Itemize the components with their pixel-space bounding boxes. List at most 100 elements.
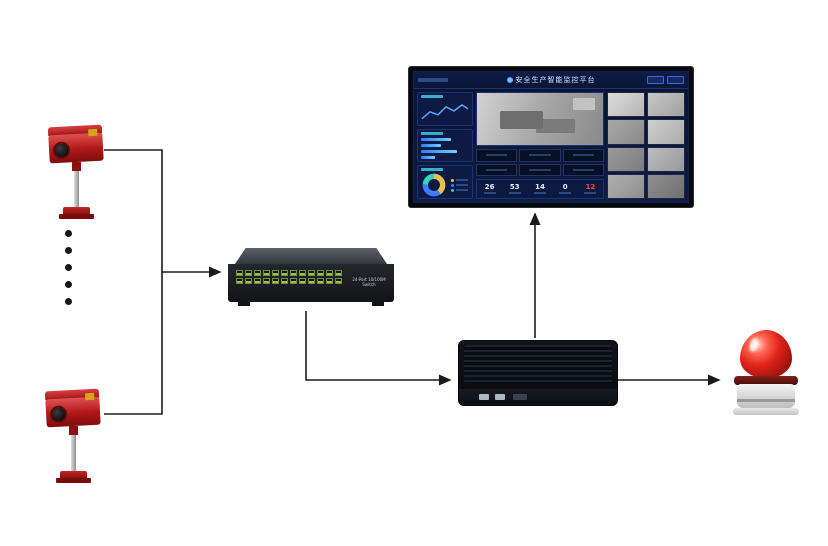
ethernet-port — [317, 270, 324, 276]
camera-body — [48, 128, 104, 164]
camera-foot — [59, 214, 94, 219]
dashboard-header: 安全生产智能监控平台 — [414, 72, 688, 89]
camera-cable-gland — [88, 128, 98, 137]
camera-lens-icon — [52, 141, 71, 160]
stat-item-alert: 12 — [584, 184, 597, 194]
arrow-camera-top-to-switch — [104, 149, 222, 278]
ethernet-port — [254, 278, 261, 284]
panel-line-chart — [417, 92, 473, 126]
alarm-collar — [734, 376, 798, 385]
camera-mount — [69, 426, 78, 435]
ethernet-port — [326, 278, 333, 284]
video-cell — [562, 163, 604, 176]
main-video-feed — [476, 92, 604, 146]
heatsink-fins — [464, 345, 612, 383]
camera-mount — [72, 162, 81, 171]
alarm-dome — [740, 330, 792, 378]
ethernet-port — [245, 270, 252, 276]
ethernet-port — [272, 270, 279, 276]
dashboard-screen: 安全生产智能监控平台 — [413, 71, 689, 203]
panel-title — [421, 95, 443, 98]
header-button — [667, 76, 684, 84]
video-thumbnail — [647, 119, 685, 145]
ethernet-port — [290, 270, 297, 276]
arrow-switch-to-edgebox — [305, 311, 452, 386]
switch-front-panel: 24-Port 10/100M Switch — [228, 264, 394, 306]
line-chart — [421, 104, 469, 120]
center-video-column: 26 53 14 0 12 — [476, 92, 604, 199]
platform-logo-icon — [506, 77, 513, 83]
header-left-text — [418, 78, 448, 82]
video-cell — [476, 163, 518, 176]
ethernet-port — [326, 270, 333, 276]
stat-item: 0 — [559, 184, 572, 194]
panel-title — [421, 131, 443, 135]
alarm-base-groove — [737, 399, 795, 402]
line-camera-bottom-to-junction — [104, 272, 163, 415]
stat-item: 14 — [533, 184, 546, 194]
stats-bar: 26 53 14 0 12 — [476, 179, 604, 199]
camera-pole — [71, 435, 76, 471]
video-cell — [476, 149, 518, 162]
camera-pole — [74, 171, 79, 207]
ethernet-port — [335, 270, 342, 276]
alarm-base-plate — [733, 408, 799, 415]
video-grid — [476, 149, 604, 176]
panel-bar-chart — [417, 128, 473, 163]
camera-cable-gland — [85, 392, 95, 401]
dot — [64, 281, 72, 288]
video-thumbnail — [647, 146, 685, 172]
edge-port — [513, 394, 527, 400]
ethernet-port — [245, 278, 252, 284]
network-switch: 24-Port 10/100M Switch — [228, 248, 394, 310]
dashboard-body: 26 53 14 0 12 — [414, 89, 688, 202]
dot — [64, 264, 72, 271]
switch-label: 24-Port 10/100M Switch — [352, 277, 386, 287]
video-thumbnail — [647, 92, 685, 118]
dot — [64, 230, 72, 237]
alarm-beacon — [726, 330, 806, 422]
dot — [64, 247, 72, 254]
video-cell — [519, 163, 561, 176]
thumbnail-column — [607, 92, 685, 199]
ethernet-port — [263, 278, 270, 284]
video-thumbnail — [607, 173, 645, 199]
ethernet-port — [299, 278, 306, 284]
ethernet-port — [308, 270, 315, 276]
alarm-highlight — [748, 337, 760, 353]
bar-chart — [421, 137, 469, 160]
edge-computer-front — [459, 389, 617, 405]
ethernet-port — [236, 270, 243, 276]
switch-top-face — [235, 248, 387, 264]
ethernet-port — [263, 270, 270, 276]
dashboard-monitor: 安全生产智能监控平台 — [408, 66, 694, 208]
camera-foot — [56, 478, 91, 483]
donut-chart — [422, 173, 446, 197]
stat-item: 26 — [483, 184, 496, 194]
edge-port — [479, 394, 489, 400]
video-cell — [519, 149, 561, 162]
camera-top — [46, 124, 106, 220]
video-cell — [562, 149, 604, 162]
video-thumbnail — [607, 92, 645, 118]
video-thumbnail — [647, 173, 685, 199]
dashboard-title: 安全生产智能监控平台 — [515, 76, 596, 84]
alarm-base — [737, 384, 795, 408]
camera-body — [45, 392, 101, 428]
ethernet-port — [254, 270, 261, 276]
camera-lens-icon — [49, 405, 68, 424]
camera-base — [63, 207, 90, 214]
ethernet-ports — [236, 270, 394, 284]
left-panel-column — [417, 92, 473, 200]
edge-computer — [458, 340, 618, 406]
ethernet-port — [281, 278, 288, 284]
ethernet-port — [335, 278, 342, 284]
ethernet-port — [299, 270, 306, 276]
ethernet-port — [281, 270, 288, 276]
video-thumbnail — [607, 146, 645, 172]
video-thumbnail — [607, 119, 645, 145]
donut-legend — [451, 177, 468, 194]
panel-title — [421, 168, 443, 172]
